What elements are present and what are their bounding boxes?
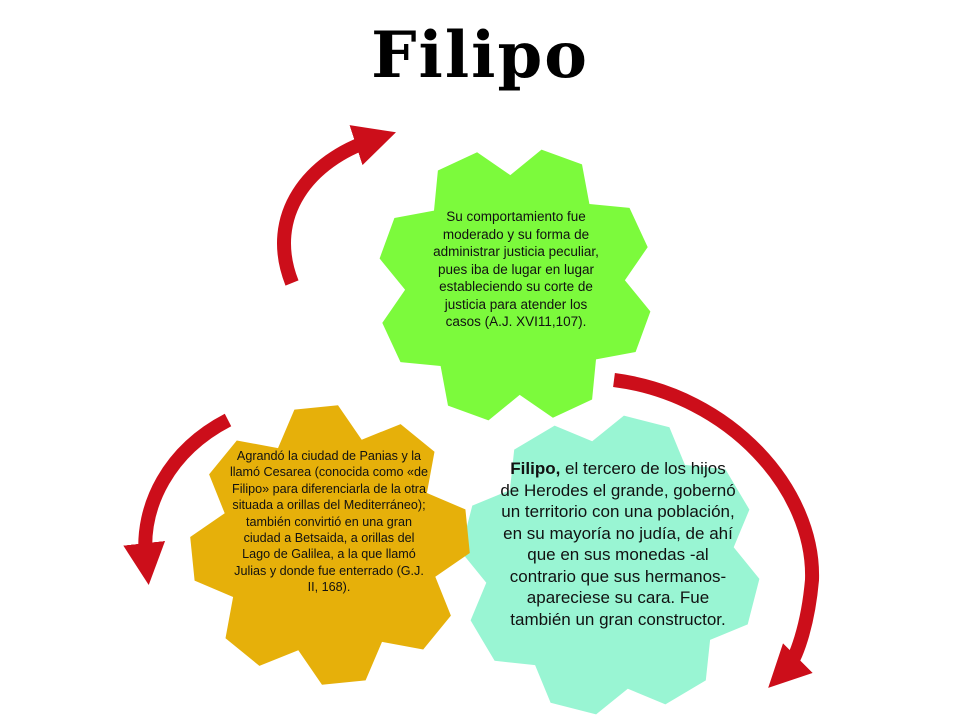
cycle-arrow-left [123, 413, 232, 586]
gear-mint-text: Filipo, el tercero de los hijos de Herod… [500, 458, 736, 630]
gear-orange [190, 405, 470, 685]
gear-mint-body: el tercero de los hijos de Herodes el gr… [500, 459, 736, 629]
page-title: Filipo [371, 18, 589, 93]
gear-green [379, 149, 651, 421]
gear-orange-text: Agrandó la ciudad de Panias y la llamó C… [229, 449, 429, 595]
gear-mint-lead: Filipo, [510, 459, 561, 478]
cycle-arrow-right [613, 373, 820, 688]
gear-green-text: Su comportamiento fue moderado y su form… [433, 209, 599, 329]
cycle-arrow-top [277, 125, 396, 286]
gear-mint [460, 415, 760, 715]
